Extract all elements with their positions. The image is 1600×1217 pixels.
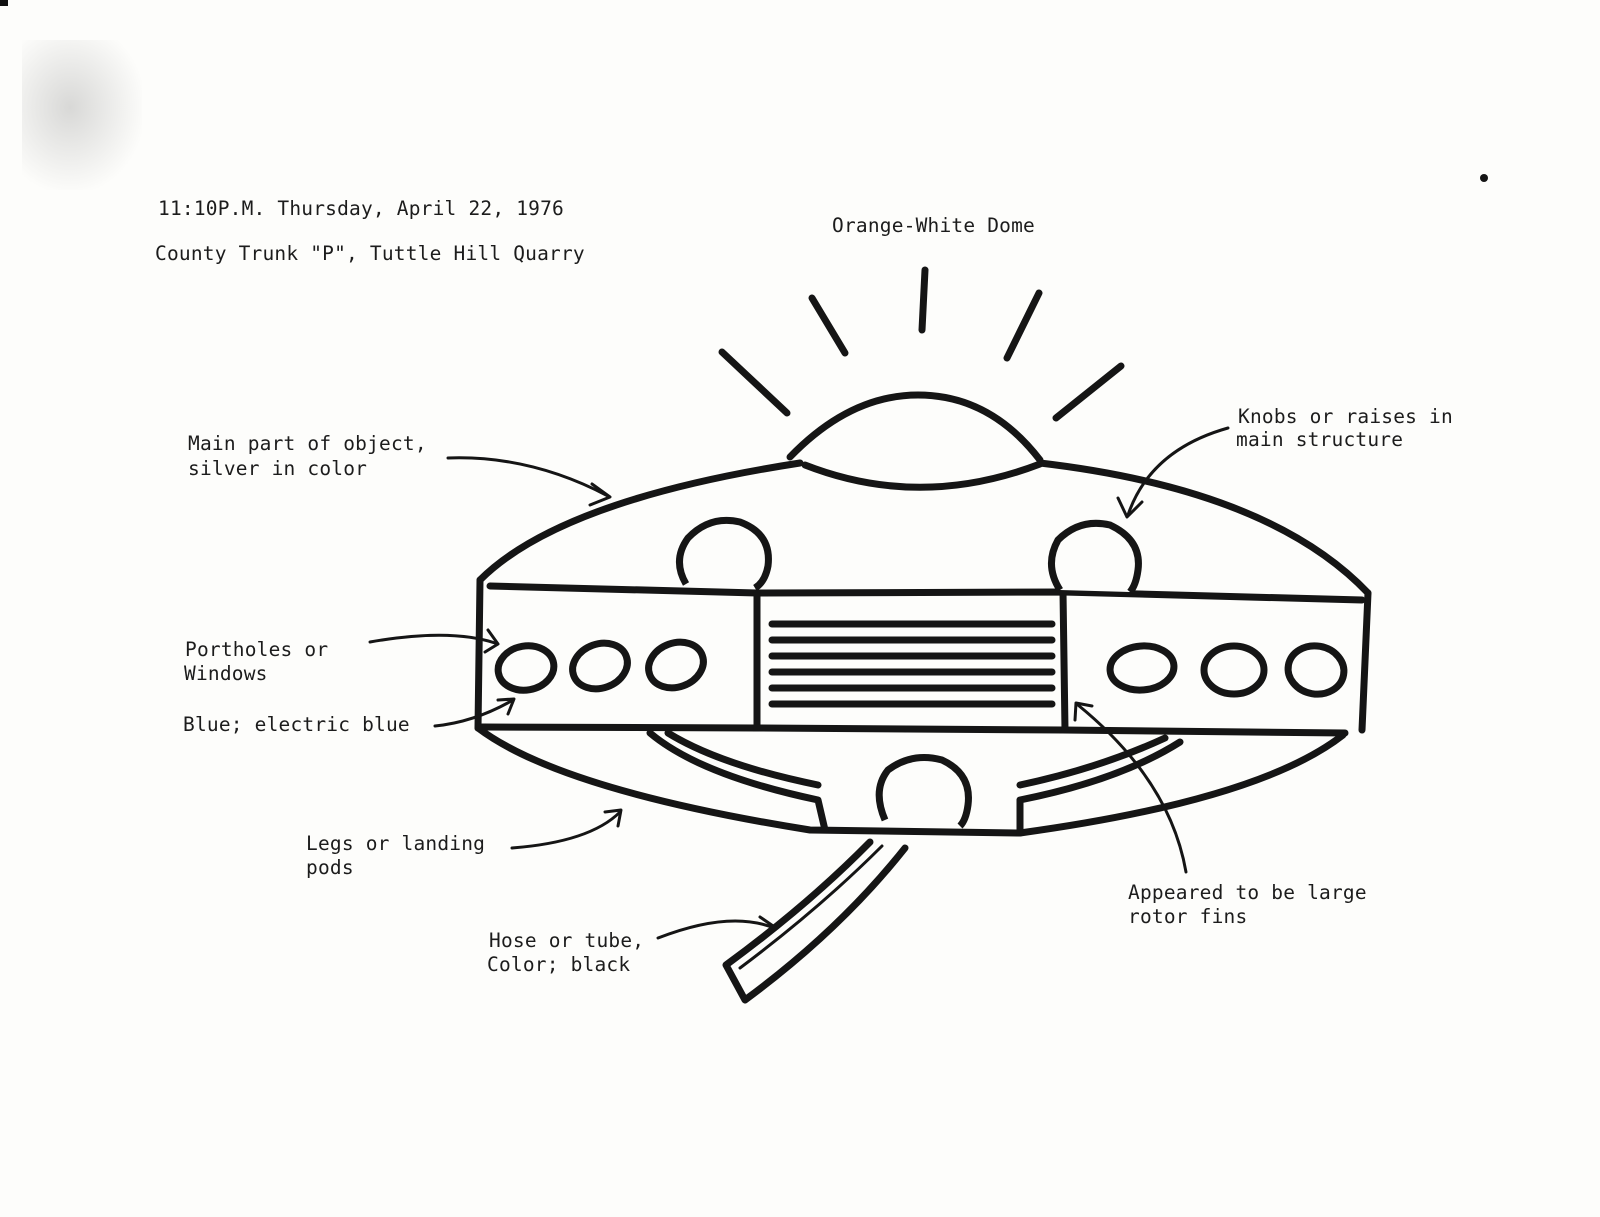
ray-3 [918,266,929,334]
band-top [486,582,1366,604]
band-bottom [478,723,1349,737]
ray-4 [1003,289,1043,362]
knobs [676,516,1142,829]
porthole-2 [569,639,631,693]
arrow-rotor-head [1073,701,1094,722]
arrow-legs-head [603,808,623,828]
porthole-3 [645,638,707,692]
arrow-blue [433,698,515,728]
hull-left-side [474,576,484,732]
blue-label: Blue; electric blue [183,713,410,736]
arrow-portholes-head [483,628,500,654]
rotor-fins [768,620,1056,708]
portholes-label-line1: Portholes or [185,638,329,661]
leg-left-inner [664,729,822,789]
porthole-5 [1200,642,1268,698]
porthole-6 [1284,642,1348,698]
arrow-rotor [1076,703,1188,874]
portholes-label-line2: Windows [184,662,268,685]
arrow-hose-head [758,915,778,940]
legs-label-line1: Legs or landing [306,832,486,855]
arrow-hose [656,919,776,940]
arrow-knobs-head [1116,496,1144,519]
dome-rays [718,266,1125,422]
rotor-label-line2: rotor fins [1128,905,1248,928]
ray-5 [1052,362,1125,422]
main-part-label-line1: Main part of object, [188,432,427,455]
arrow-legs [510,810,622,850]
arrow-main-part-head [588,482,612,507]
ray-1 [718,348,791,417]
dome-label: Orange-White Dome [832,214,1035,237]
porthole-4 [1106,642,1178,694]
arrow-knobs [1126,426,1230,517]
stray-dot [1480,174,1488,182]
fin-panel-right [1059,588,1069,734]
hull-right-side [1358,589,1372,734]
paper-smudge [22,40,142,190]
dome [786,391,1044,491]
hose-label-line2: Color; black [487,953,631,976]
annotation-arrows [368,426,1230,940]
hull-top-right [1036,459,1372,597]
landing-legs [646,729,1184,837]
knobs-label-line2: main structure [1236,428,1404,451]
hose [722,838,909,1004]
dome-base [801,460,1044,491]
knob-right [1048,519,1142,595]
hose-tube [722,838,909,1004]
ray-2 [808,294,849,357]
window-band [478,582,1366,737]
arrow-portholes [368,633,497,645]
hose-center-line [738,844,884,970]
arrow-main-part [446,456,610,498]
legs-label-line2: pods [306,856,354,879]
arrow-blue-head [496,697,516,716]
knobs-label-line1: Knobs or raises in [1238,405,1453,428]
portholes [494,638,1348,698]
porthole-1 [494,642,558,694]
leg-right-outer [1016,738,1184,837]
hose-label-line1: Hose or tube, [489,929,645,952]
knob-left [676,516,772,592]
dome-top [786,391,1044,464]
main-part-label-line2: silver in color [188,457,368,480]
hull-bottom [474,724,1347,837]
location-text: County Trunk "P", Tuttle Hill Quarry [155,242,585,265]
hull-top-left [476,459,804,584]
knob-bottom [875,754,972,829]
main-hull [474,459,1372,837]
corner-mark [0,0,8,6]
leg-left-outer [646,729,829,834]
datetime-text: 11:10P.M. Thursday, April 22, 1976 [158,197,564,220]
rotor-label-line1: Appeared to be large [1128,881,1367,904]
leg-right-inner [1016,734,1169,789]
